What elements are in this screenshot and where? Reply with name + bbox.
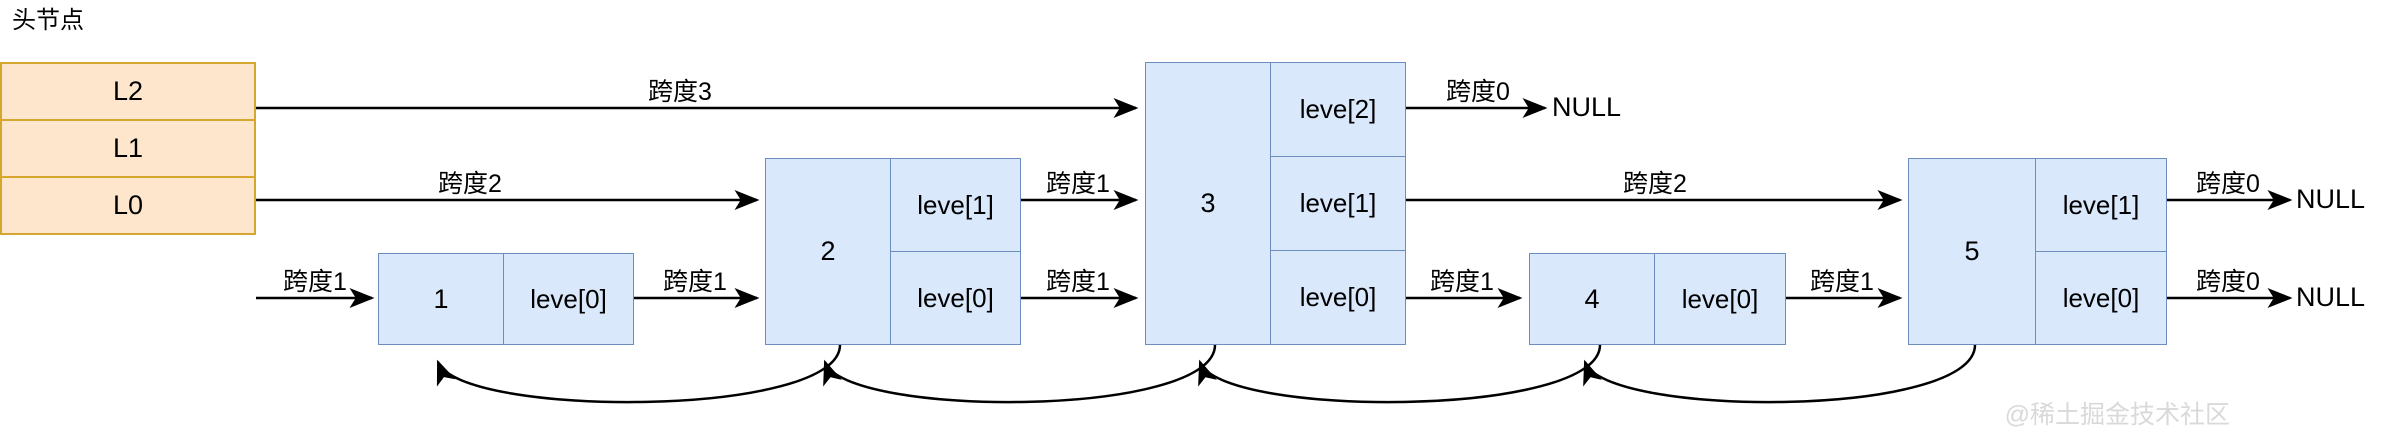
node-3-level-2: leve[2] xyxy=(1271,63,1405,157)
node-5-levels: leve[1] leve[0] xyxy=(2036,159,2166,344)
span-label-node2-l0-to-node3: 跨度1 xyxy=(1046,268,1110,296)
head-node-caption: 头节点 xyxy=(12,7,84,34)
node-2-level-1: leve[1] xyxy=(891,159,1020,252)
node-3-levels: leve[2] leve[1] leve[0] xyxy=(1271,63,1405,344)
node-1[interactable]: 1 leve[0] xyxy=(378,253,634,345)
span-label-node2-l1-to-node3: 跨度1 xyxy=(1046,170,1110,198)
node-4-level-0: leve[0] xyxy=(1681,283,1759,314)
watermark: @稀土掘金技术社区 xyxy=(2004,401,2230,429)
node-5-key: 5 xyxy=(1909,159,2036,344)
span-label-node5-l1-to-null: 跨度0 xyxy=(2196,170,2260,198)
null-terminator-level2: NULL xyxy=(1552,92,1622,122)
node-5-level-0: leve[0] xyxy=(2062,282,2140,313)
arrow-backward-node2-to-node1 xyxy=(436,344,842,404)
node-1-levels: leve[0] xyxy=(504,254,633,344)
span-label-head-l1-to-node2: 跨度2 xyxy=(438,170,502,198)
node-1-level-0: leve[0] xyxy=(530,283,607,314)
arrow-backward-node5-to-node4 xyxy=(1583,344,1977,404)
span-label-node3-l2-to-null: 跨度0 xyxy=(1446,78,1510,106)
head-level-L1: L1 xyxy=(2,121,254,178)
node-2-level-0: leve[0] xyxy=(917,282,994,313)
span-label-node3-l1-to-node5: 跨度2 xyxy=(1623,170,1687,198)
node-2[interactable]: 2 leve[1] leve[0] xyxy=(765,158,1021,345)
arrow-backward-node3-to-node2 xyxy=(823,344,1217,404)
node-5[interactable]: 5 leve[1] leve[0] xyxy=(1908,158,2167,345)
null-terminator-level1: NULL xyxy=(2296,184,2366,214)
span-label-node5-l0-to-null: 跨度0 xyxy=(2196,268,2260,296)
span-label-node4-l0-to-node5: 跨度1 xyxy=(1810,268,1874,296)
node-1-key: 1 xyxy=(379,254,504,344)
node-4[interactable]: 4 leve[0] xyxy=(1529,253,1786,345)
node-3-level-1: leve[1] xyxy=(1271,157,1405,251)
head-level-L0: L0 xyxy=(112,190,144,220)
node-3-level-0: leve[0] xyxy=(1299,282,1377,312)
node-4-levels: leve[0] xyxy=(1655,254,1785,344)
span-label-head-l0-to-node1: 跨度1 xyxy=(283,268,347,296)
node-4-key: 4 xyxy=(1530,254,1655,344)
node-2-key: 2 xyxy=(766,159,891,344)
span-label-node1-l0-to-node2: 跨度1 xyxy=(663,268,727,296)
node-3-key: 3 xyxy=(1146,63,1271,344)
null-terminator-level0: NULL xyxy=(2296,282,2366,312)
node-3[interactable]: 3 leve[2] leve[1] leve[0] xyxy=(1145,62,1406,345)
node-5-level-1: leve[1] xyxy=(2036,159,2166,252)
span-label-node3-l0-to-node4: 跨度1 xyxy=(1430,268,1494,296)
head-node[interactable]: L2 L1 L0 xyxy=(0,62,256,235)
head-level-L2: L2 xyxy=(2,64,254,121)
node-2-levels: leve[1] leve[0] xyxy=(891,159,1020,344)
arrow-backward-node4-to-node3 xyxy=(1198,344,1602,404)
span-label-head-l2-to-node3: 跨度3 xyxy=(648,78,712,106)
